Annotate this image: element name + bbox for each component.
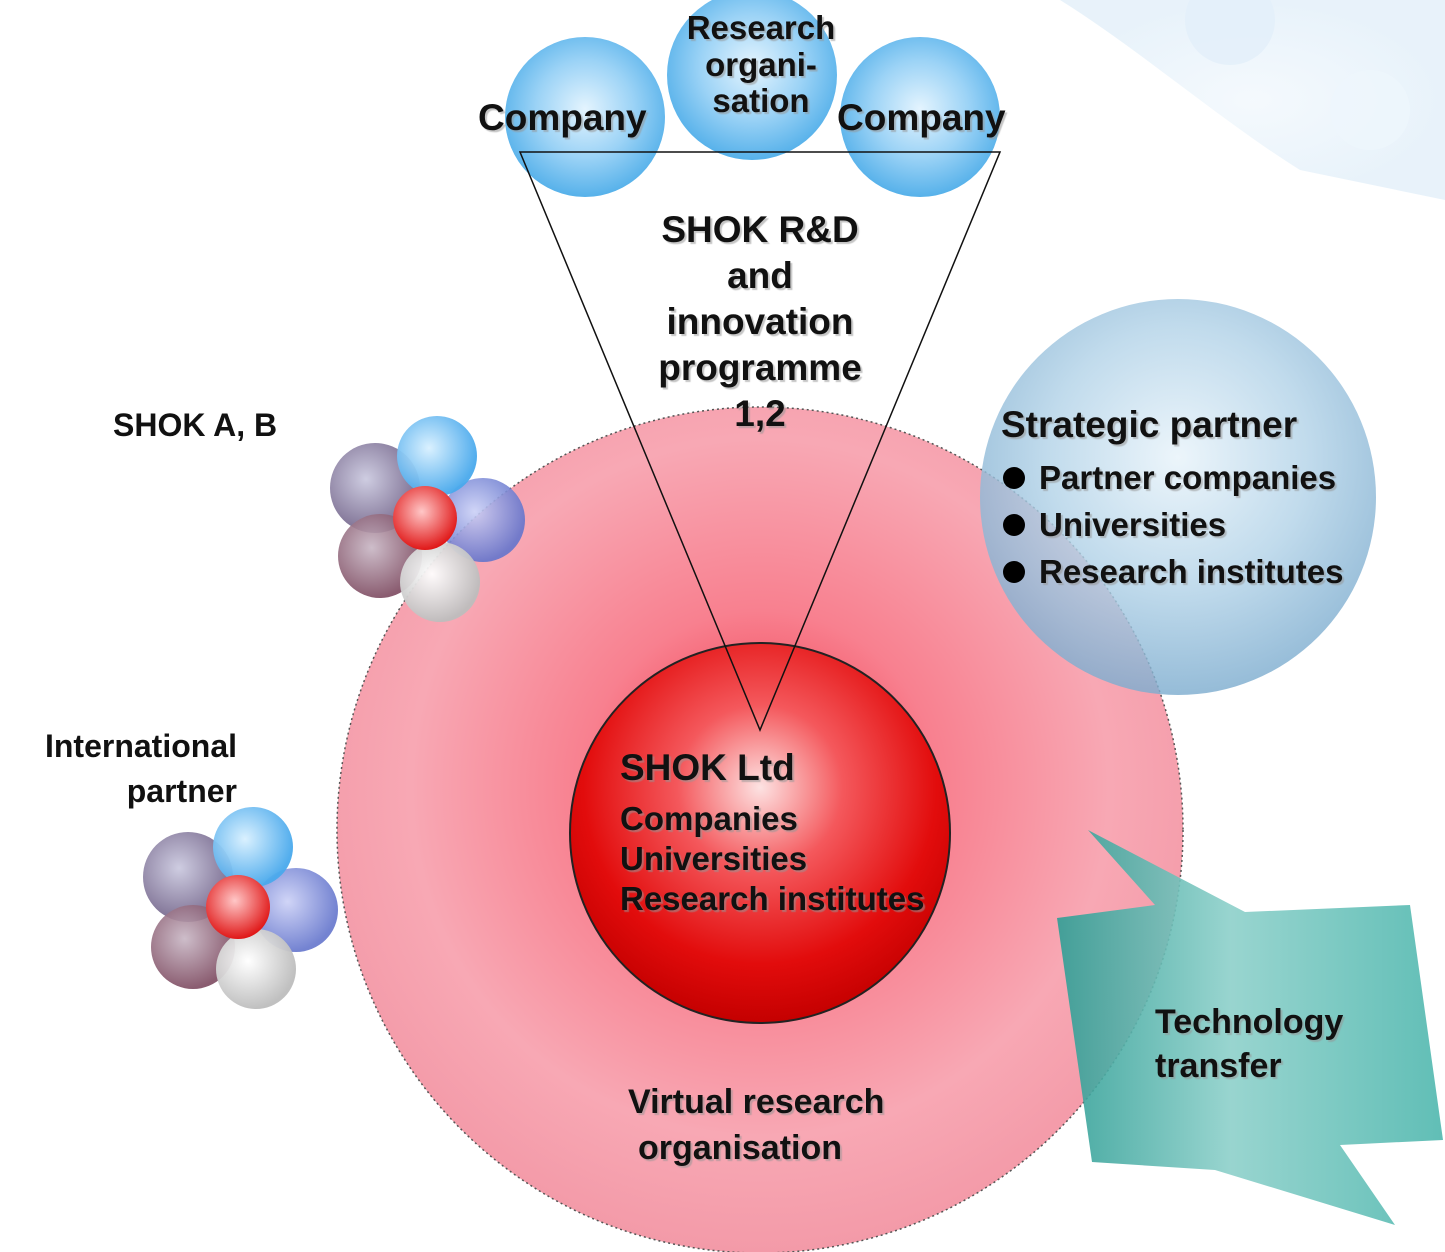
research-organisation-label: Research organi- sation: [666, 9, 856, 120]
strategic-partner-item-text: Universities: [1039, 505, 1227, 543]
technology-transfer-line-2: transfer: [1155, 1047, 1282, 1086]
programme-line-3: innovation: [666, 300, 854, 342]
strategic-partner-bubble: [980, 299, 1376, 695]
bullet-icon: [1003, 514, 1025, 537]
technology-transfer-arrow: [1057, 830, 1443, 1225]
research-organisation-bubble: [667, 0, 837, 160]
research-org-line-2: organi-: [705, 45, 817, 83]
international-partner-line-1: International: [44, 728, 237, 764]
research-org-line-1: Research: [686, 9, 836, 46]
company-left-label: Company: [478, 97, 647, 138]
international-partner-label: International partner: [12, 724, 237, 814]
company-right-bubble: [840, 37, 1000, 197]
programme-label: SHOK R&D and innovation programme 1,2: [625, 207, 895, 436]
international-partner-line-2: partner: [126, 772, 237, 809]
virtual-organisation-line-1: Virtual research: [628, 1083, 885, 1121]
company-left-bubble: [505, 37, 665, 197]
virtual-organisation-line-2: organisation: [638, 1128, 843, 1167]
strategic-partner-item-text: Research institutes: [1039, 552, 1344, 590]
international-partner-molecule-icon: [143, 807, 338, 1009]
shok-ltd-members: Companies Universities Research institut…: [620, 799, 924, 919]
bullet-icon: [1003, 561, 1025, 584]
shok-ab-molecule-icon: [330, 416, 525, 622]
programme-line-2: and: [727, 254, 793, 296]
shok-ab-label: SHOK A, B: [113, 407, 278, 443]
programme-line-4: programme: [658, 346, 862, 388]
bullet-icon: [1003, 467, 1025, 490]
strategic-partner-list: Partner companies Universities Research …: [1003, 455, 1343, 596]
strategic-partner-item-text: Partner companies: [1039, 459, 1337, 496]
shok-ltd-line-3: Research institutes: [620, 879, 925, 917]
programme-line-1: SHOK R&D: [661, 209, 859, 250]
research-org-line-3: sation: [712, 82, 810, 120]
programme-funnel: [518, 151, 1002, 732]
shok-ltd-line-2: Universities: [620, 839, 808, 877]
technology-transfer-line-1: Technology: [1155, 1003, 1344, 1041]
background-decoration: [1060, 0, 1445, 200]
strategic-partner-title: Strategic partner: [1001, 404, 1298, 445]
shok-ltd-title: SHOK Ltd: [620, 747, 795, 788]
company-right-label: Company: [837, 97, 1006, 138]
technology-transfer-label: Technology transfer: [1155, 1000, 1343, 1088]
strategic-partner-item: Partner companies: [1003, 455, 1343, 502]
programme-line-5: 1,2: [734, 392, 786, 434]
shok-ltd-line-1: Companies: [620, 800, 798, 837]
strategic-partner-item: Universities: [1003, 502, 1343, 549]
strategic-partner-item: Research institutes: [1003, 549, 1343, 596]
shok-ltd-core: [569, 642, 951, 1024]
virtual-organisation-label: Virtual research organisation: [628, 1080, 884, 1172]
